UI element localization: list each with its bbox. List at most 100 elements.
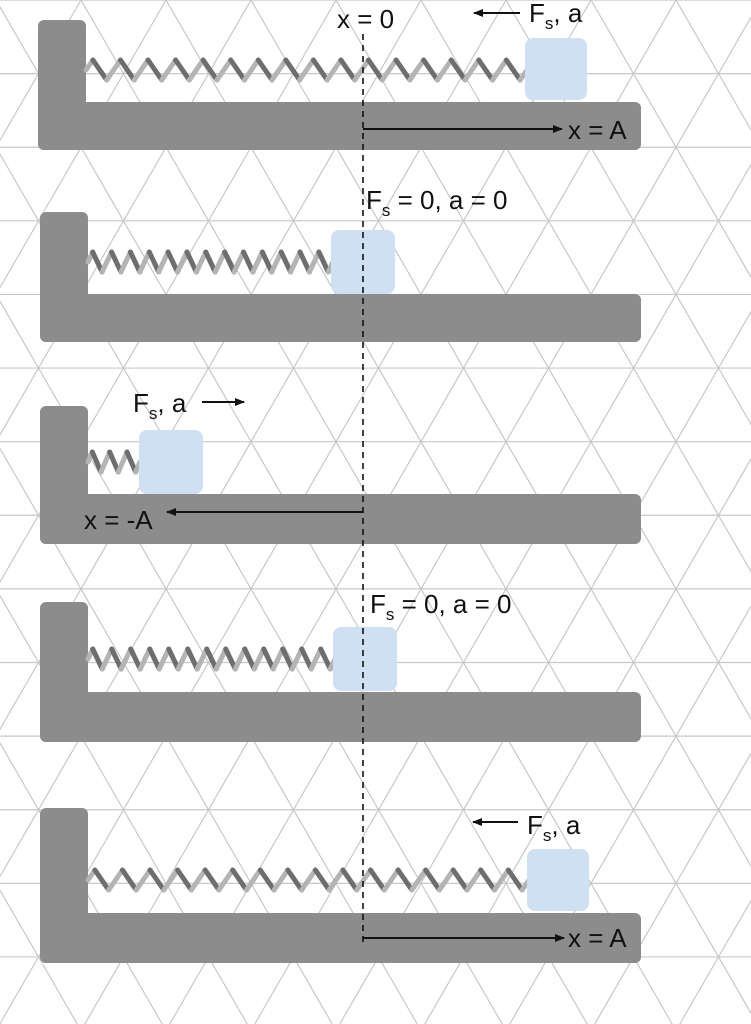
spring-coil-segment bbox=[118, 646, 134, 672]
grid-line bbox=[679, 899, 751, 1024]
track-base bbox=[40, 294, 641, 342]
spring-coil-segment bbox=[423, 867, 442, 893]
spring-coil-segment bbox=[159, 57, 179, 83]
spring-coil-segment bbox=[213, 646, 229, 672]
spring-coil-segment bbox=[257, 867, 277, 893]
force-label: Fs = 0, a = 0 bbox=[366, 185, 507, 220]
spring-coil-segment bbox=[285, 867, 305, 893]
spring-coil-segment bbox=[127, 249, 143, 275]
spring-coil-segment bbox=[297, 249, 312, 275]
spring-coil-segment bbox=[407, 57, 427, 83]
spring-coil-segment bbox=[204, 646, 219, 672]
spring-coil-segment bbox=[202, 867, 222, 893]
spring-coil-segment bbox=[503, 57, 523, 83]
spring-coil-segment bbox=[188, 867, 208, 893]
spring-coil-segment bbox=[243, 867, 263, 893]
spring-coil-segment bbox=[90, 249, 105, 275]
grid-line bbox=[594, 752, 751, 1024]
spring-coil-segment bbox=[299, 867, 318, 893]
spring-coil-segment bbox=[193, 249, 209, 275]
spring-coil-segment bbox=[462, 57, 482, 83]
spring-coil-segment bbox=[175, 249, 190, 275]
spring-coil-segment bbox=[278, 249, 294, 275]
spring-coil-segment bbox=[490, 57, 509, 83]
spring-coil-segment bbox=[203, 249, 218, 275]
spring-coil-segment bbox=[283, 57, 303, 83]
track-base bbox=[38, 102, 641, 150]
spring-coil-segment bbox=[316, 249, 331, 275]
spring-coil-segment bbox=[137, 646, 153, 672]
spring-coil-segment bbox=[436, 867, 456, 893]
spring-coil-segment bbox=[165, 249, 181, 275]
grid-line bbox=[0, 594, 248, 1024]
spring-coil-segment bbox=[269, 249, 284, 275]
spring-coil-segment bbox=[90, 646, 105, 672]
grid-line bbox=[675, 0, 751, 132]
force-label: Fs, a bbox=[527, 810, 581, 845]
spring-coil-segment bbox=[352, 57, 372, 83]
spring-coil-segment bbox=[288, 249, 303, 275]
spring-coil-segment bbox=[106, 867, 125, 893]
spring-coil-segment bbox=[133, 867, 153, 893]
spring-coil-segment bbox=[145, 57, 165, 83]
grid-line bbox=[509, 605, 751, 1024]
spring-coil-segment bbox=[324, 57, 344, 83]
spring-coil-segment bbox=[99, 249, 115, 275]
spring-coil-segment bbox=[271, 867, 291, 893]
panel-2: Fs = 0, a = 0 bbox=[40, 185, 641, 342]
spring-coil-segment bbox=[379, 57, 399, 83]
spring-coil-segment bbox=[434, 57, 454, 83]
spring-coil-segment bbox=[492, 867, 511, 893]
spring-coil-segment bbox=[92, 867, 112, 893]
spring-coil-segment bbox=[212, 249, 228, 275]
position-label: x = A bbox=[568, 115, 627, 145]
spring-coil-segment bbox=[409, 867, 429, 893]
grid-line bbox=[424, 457, 751, 1024]
spring-coil-segment bbox=[310, 57, 330, 83]
spring-coil-segment bbox=[476, 57, 496, 83]
spring-coil-segment bbox=[393, 57, 413, 83]
spring-coil-segment bbox=[104, 57, 123, 83]
spring-coil-segment bbox=[240, 249, 256, 275]
spring-coil-segment bbox=[214, 57, 234, 83]
spring-coil-segment bbox=[89, 449, 104, 475]
spring-coil-segment bbox=[118, 249, 133, 275]
spring-coil-segment bbox=[194, 646, 210, 672]
spring-coil-segment bbox=[464, 867, 484, 893]
spring-coil-segment bbox=[137, 249, 152, 275]
spring-coil-segment bbox=[222, 249, 237, 275]
spring-coil-segment bbox=[175, 646, 191, 672]
spring-coil-segment bbox=[128, 646, 143, 672]
force-label: Fs, a bbox=[133, 388, 187, 423]
spring-coil-segment bbox=[308, 646, 324, 672]
spring-coil-segment bbox=[261, 646, 276, 672]
mass-block bbox=[333, 627, 397, 691]
spring-coil-segment bbox=[478, 867, 498, 893]
panel-1: Fs, a x = A bbox=[38, 0, 641, 150]
spring-coil-segment bbox=[223, 646, 238, 672]
grid-line bbox=[0, 0, 252, 436]
spring-coil-segment bbox=[395, 867, 415, 893]
spring-coil-segment bbox=[107, 449, 121, 475]
spring-coil-segment bbox=[230, 867, 249, 893]
equilibrium-label: x = 0 bbox=[337, 4, 394, 34]
spring-coil-segment bbox=[280, 646, 295, 672]
spring-coil-segment bbox=[326, 867, 346, 893]
spring-coil-segment bbox=[186, 57, 206, 83]
panel-4: Fs = 0, a = 0 bbox=[40, 589, 641, 742]
spring-coil-segment bbox=[366, 57, 385, 83]
mass-block bbox=[525, 38, 587, 100]
spring-coil-segment bbox=[109, 646, 124, 672]
spring-coil-segment bbox=[98, 449, 113, 475]
spring-coil-segment bbox=[338, 57, 358, 83]
spring-coil-segment bbox=[242, 646, 257, 672]
spring-coil-segment bbox=[340, 867, 360, 893]
spring-coil-segment bbox=[450, 867, 470, 893]
spring-coil-segment bbox=[147, 646, 162, 672]
spring-coil-segment bbox=[232, 646, 248, 672]
track-base bbox=[40, 494, 641, 544]
spring-coil-segment bbox=[173, 57, 192, 83]
spring-coil-segment bbox=[166, 646, 181, 672]
spring-coil-segment bbox=[269, 57, 289, 83]
